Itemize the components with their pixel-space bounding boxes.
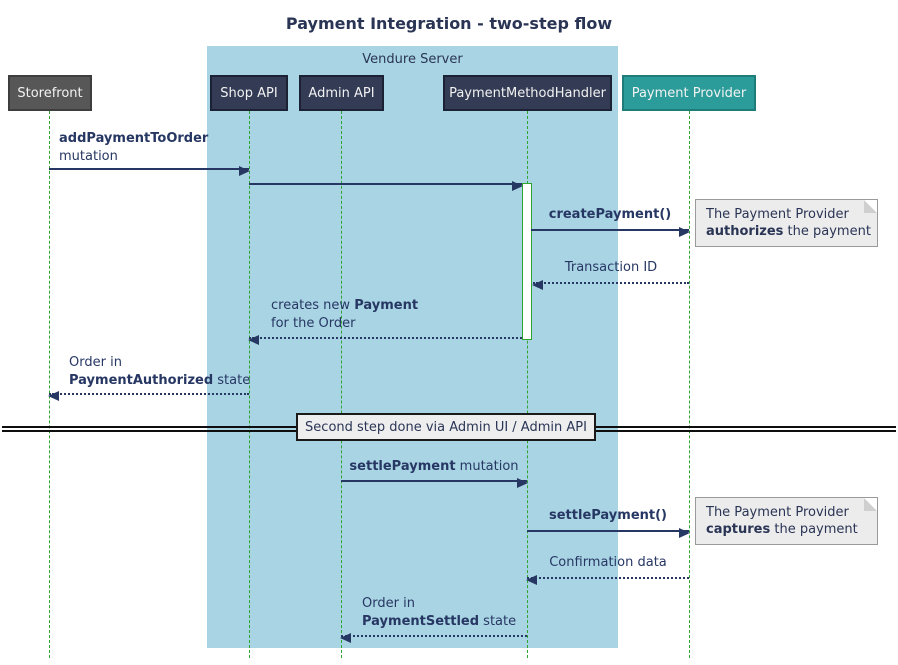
message-label-payment-authorized-line1: Order in	[69, 355, 122, 370]
participant-admin-api-label: Admin API	[308, 85, 375, 101]
participant-payment-method-handler: PaymentMethodHandler	[443, 75, 612, 111]
arrow-transaction-id	[532, 280, 689, 290]
message-label-settle-payment-mutation: settlePayment mutation	[341, 458, 527, 476]
message-label-payment-authorized: Order in PaymentAuthorized state	[69, 354, 250, 390]
arrowhead-icon	[532, 280, 543, 290]
message-label-add-payment-line1: addPaymentToOrder	[59, 130, 208, 148]
message-label-creates-payment: creates new Payment for the Order	[271, 297, 418, 333]
settle-payment-mutation-bold: settlePayment	[349, 459, 456, 474]
arrow-creates-payment	[248, 335, 522, 345]
note-authorize-bold: authorizes	[706, 224, 784, 239]
arrowhead-icon	[248, 335, 259, 345]
note-authorize: The Payment Provider authorizes the paym…	[695, 199, 878, 247]
arrow-settle-payment-mutation	[341, 478, 528, 488]
message-label-settle-payment-call: settlePayment()	[549, 508, 667, 523]
message-label-payment-settled-line2: PaymentSettled state	[362, 613, 516, 631]
note-authorize-line1: The Payment Provider	[706, 207, 849, 222]
message-add-payment-bold: addPaymentToOrder	[59, 131, 209, 146]
note-capture: The Payment Provider captures the paymen…	[695, 497, 878, 545]
arrowhead-icon	[517, 478, 528, 488]
lifeline-payment-provider	[689, 111, 690, 658]
payment-authorized-bold: PaymentAuthorized	[69, 373, 214, 388]
message-label-creates-payment-line1: creates new Payment	[271, 297, 418, 315]
note-authorize-line2: authorizes the payment	[706, 223, 871, 240]
payment-settled-rest: state	[479, 614, 517, 629]
message-label-transaction-id: Transaction ID	[564, 260, 658, 275]
arrowhead-icon	[679, 227, 690, 237]
arrow-settle-payment-call	[527, 528, 690, 538]
participant-admin-api: Admin API	[299, 75, 384, 111]
lifeline-admin-api	[341, 111, 342, 658]
participant-storefront: Storefront	[8, 75, 92, 111]
activation-bar-payment-method-handler	[522, 183, 532, 340]
creates-payment-pre: creates new	[271, 298, 355, 313]
settle-payment-mutation-rest: mutation	[455, 459, 519, 474]
vendure-server-box	[207, 46, 618, 648]
note-capture-rest: the payment	[770, 522, 858, 537]
participant-payment-provider: Payment Provider	[622, 75, 756, 111]
creates-payment-bold: Payment	[354, 298, 419, 313]
arrowhead-icon	[48, 391, 59, 401]
message-label-creates-payment-line2: for the Order	[271, 316, 356, 331]
arrow-payment-authorized	[48, 391, 249, 401]
message-label-payment-settled-line1: Order in	[362, 596, 415, 611]
lifeline-storefront	[49, 111, 50, 658]
arrowhead-icon	[512, 181, 523, 191]
note-capture-line1: The Payment Provider	[706, 505, 849, 520]
message-label-add-payment: addPaymentToOrder mutation	[59, 130, 208, 166]
lifeline-payment-method-handler	[527, 111, 528, 658]
participant-storefront-label: Storefront	[17, 85, 83, 101]
arrowhead-icon	[239, 166, 250, 176]
note-capture-line2: captures the payment	[706, 521, 867, 538]
note-capture-bold: captures	[706, 522, 771, 537]
message-label-create-payment: createPayment()	[548, 207, 672, 222]
participant-payment-provider-label: Payment Provider	[631, 85, 747, 101]
arrowhead-icon	[526, 575, 537, 585]
participant-shop-api-label: Shop API	[220, 85, 278, 101]
lifeline-shop-api	[249, 111, 250, 658]
arrowhead-icon	[679, 528, 690, 538]
diagram-title: Payment Integration - two-step flow	[285, 14, 613, 33]
arrowhead-icon	[340, 633, 351, 643]
payment-settled-bold: PaymentSettled	[362, 614, 480, 629]
message-label-payment-settled: Order in PaymentSettled state	[362, 595, 516, 631]
note-authorize-rest: the payment	[783, 224, 871, 239]
divider-label: Second step done via Admin UI / Admin AP…	[296, 413, 596, 441]
payment-authorized-rest: state	[213, 373, 251, 388]
participant-payment-method-handler-label: PaymentMethodHandler	[449, 85, 606, 101]
arrow-confirmation	[526, 575, 689, 585]
vendure-server-label: Vendure Server	[362, 52, 463, 67]
message-label-confirmation: Confirmation data	[549, 555, 667, 570]
participant-shop-api: Shop API	[210, 75, 288, 111]
arrow-shop-to-handler	[249, 181, 523, 191]
arrow-add-payment	[49, 166, 250, 176]
message-label-add-payment-line2: mutation	[59, 149, 118, 164]
arrow-payment-settled	[340, 633, 527, 643]
arrow-create-payment	[531, 227, 690, 237]
message-label-payment-authorized-line2: PaymentAuthorized state	[69, 372, 250, 390]
